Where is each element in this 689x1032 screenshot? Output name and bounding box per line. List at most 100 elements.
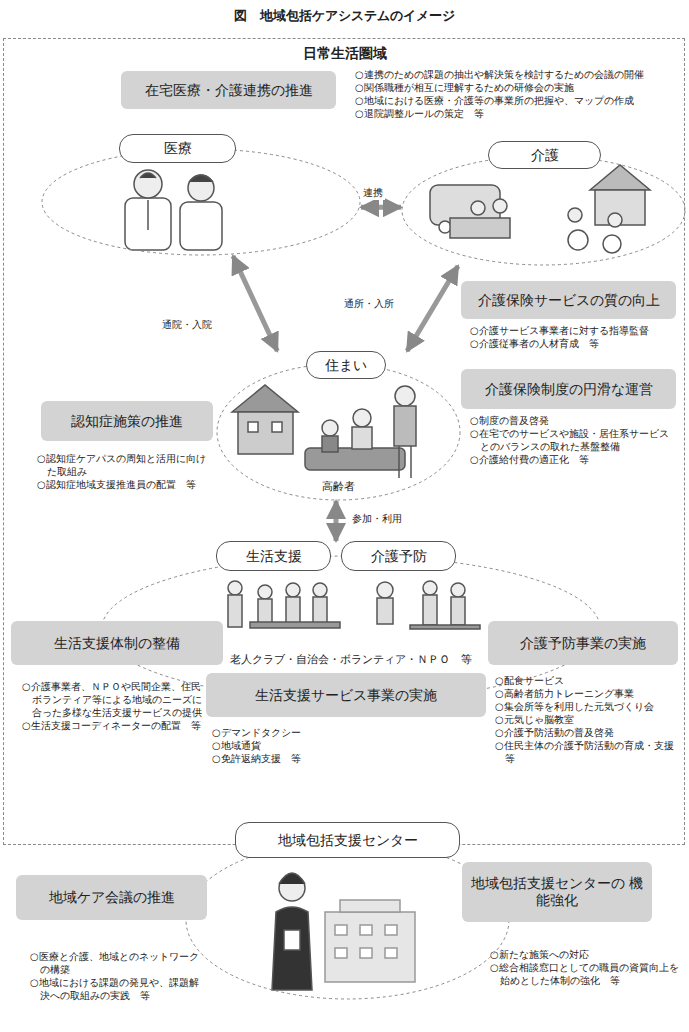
measure-box: 地域ケア会議の推進 xyxy=(16,875,207,920)
staff-and-building xyxy=(279,873,305,884)
ellipse-outline xyxy=(402,156,685,265)
caption-text: 高齢者 xyxy=(216,479,461,495)
doctors xyxy=(134,170,162,198)
community-people xyxy=(423,595,437,625)
bullet-item: ○介護従事者の人材育成 等 xyxy=(470,337,680,350)
home-scene xyxy=(394,406,416,446)
ellipse-outline xyxy=(217,364,460,500)
community-people xyxy=(451,597,465,625)
measure-box: 地域包括支援センターの 機能強化 xyxy=(462,862,652,922)
staff-and-building xyxy=(272,907,312,990)
community-people xyxy=(423,581,437,595)
bullet-item: ○連携のための課題の抽出や解決策を検討するための会議の開催 xyxy=(355,68,683,81)
staff-and-building xyxy=(335,925,347,935)
measure-box: 介護保険制度の円滑な運営 xyxy=(461,369,676,409)
bullet-item: ○在宅でのサービスや施設・居住系サービスとのバランスの取れた基盤整備 xyxy=(470,427,675,453)
ellipse-outline xyxy=(42,149,360,255)
connector-arrow xyxy=(361,205,401,210)
bullet-item: ○集会所等を利用した元気づくり会 xyxy=(495,700,680,713)
bullet-list: ○認知症ケアパスの周知と活用に向けた取組み○認知症地域支援推進員の配置 等 xyxy=(37,452,212,491)
bullet-list: ○介護事業者、ＮＰＯや民間企業、住民ボランティア等による地域のニーズに合った多様… xyxy=(22,680,202,732)
bullet-item: ○住民主体の介護予防活動の育成・支援 等 xyxy=(495,739,680,765)
doctors xyxy=(125,198,171,250)
care-scene xyxy=(450,218,510,238)
staff-and-building xyxy=(385,925,397,935)
ellipse-outline xyxy=(41,148,361,256)
community-people xyxy=(228,581,242,595)
bullet-item: ○医療と介護、地域とのネットワークの構築 xyxy=(30,950,200,976)
measure-box: 介護予防事業の実施 xyxy=(488,621,678,665)
doctors xyxy=(140,173,156,178)
doctors xyxy=(189,175,213,182)
community-people xyxy=(258,585,272,599)
box-label: 地域包括支援センターの 機能強化 xyxy=(462,862,652,922)
care-scene xyxy=(471,201,485,215)
care-scene xyxy=(590,165,650,190)
box-label: 介護保険サービスの質の向上 xyxy=(461,281,676,319)
community-people xyxy=(286,583,300,597)
doctors xyxy=(188,175,214,201)
box-label: 生活支援体制の整備 xyxy=(11,621,223,665)
box-label: 生活支援サービス事業の実施 xyxy=(206,673,486,717)
bullet-item: ○新たな施策への対応 xyxy=(490,948,680,961)
staff-and-building xyxy=(272,873,415,990)
staff-and-building xyxy=(360,948,372,958)
pill-label: 住まい xyxy=(306,351,386,379)
bullet-list: ○配食サービス○高齢者筋力トレーニング事業○集会所等を利用した元気づくり会○元気… xyxy=(495,674,680,765)
bullet-list: ○連携のための課題の抽出や解決策を検討するための会議の開催○関係職種が相互に理解… xyxy=(355,68,683,120)
home-scene xyxy=(322,436,338,452)
home-scene xyxy=(272,422,282,432)
bullet-item: ○介護サービス事業者に対する指導監督 xyxy=(470,324,680,337)
bullet-item: ○地域における医療・介護等の事業所の把握や、マップの作成 xyxy=(355,94,683,107)
pill-label: 地域包括支援センター xyxy=(235,822,460,858)
community-people xyxy=(228,595,242,627)
box-label: 地域ケア会議の推進 xyxy=(16,875,207,920)
home-scene xyxy=(353,409,371,427)
community-people xyxy=(313,583,327,597)
box-label: 認知症施策の推進 xyxy=(41,401,213,441)
edge-label: 通所・入所 xyxy=(342,297,396,311)
edge-label: 連携 xyxy=(361,186,385,200)
staff-and-building xyxy=(385,948,397,958)
home-scene xyxy=(410,446,412,478)
measure-box: 在宅医療・介護連携の推進 xyxy=(121,71,336,109)
staff-and-building xyxy=(279,875,305,901)
care-scene xyxy=(568,208,582,222)
home-scene xyxy=(232,385,298,412)
bullet-item: ○認知症ケアパスの周知と活用に向けた取組み xyxy=(37,452,212,478)
connector-arrow xyxy=(233,256,277,351)
group-ellipse: 介護 xyxy=(401,141,686,266)
bullet-item: ○高齢者筋力トレーニング事業 xyxy=(495,687,680,700)
pill-label: 医療 xyxy=(119,134,236,163)
staff-and-building xyxy=(340,900,400,912)
bullet-item: ○介護給付費の適正化 等 xyxy=(470,453,675,466)
community-people xyxy=(377,598,393,624)
staff-and-building xyxy=(335,948,347,958)
community-people xyxy=(410,625,480,629)
home-scene xyxy=(398,446,400,478)
home-scene xyxy=(352,427,372,449)
community-people xyxy=(228,581,480,629)
bullet-item: ○介護予防活動の普及啓発 xyxy=(495,726,680,739)
home-scene xyxy=(322,420,338,436)
doctors xyxy=(180,202,222,250)
ellipse-outline xyxy=(186,841,509,999)
care-scene xyxy=(493,199,507,213)
home-scene xyxy=(395,386,415,406)
community-people xyxy=(286,597,300,624)
doctors xyxy=(147,200,149,230)
pill-label: 生活支援 xyxy=(216,541,331,571)
bullet-item: ○介護事業者、ＮＰＯや民間企業、住民ボランティア等による地域のニーズに合った多様… xyxy=(22,680,202,719)
bullet-list: ○介護サービス事業者に対する指導監督○介護従事者の人材育成 等 xyxy=(470,324,680,350)
bullet-item: ○地域における課題の発見や、課題解決への取組みの実践 等 xyxy=(30,976,200,1002)
pill-label: 介護 xyxy=(488,141,601,169)
care-scene xyxy=(482,221,494,233)
community-people xyxy=(250,622,340,628)
group-ellipse: 医療 xyxy=(41,134,361,256)
community-people xyxy=(377,582,393,598)
care-scene xyxy=(608,213,622,227)
doctors xyxy=(125,170,222,250)
measure-box: 生活支援体制の整備 xyxy=(11,621,223,665)
bullet-item: ○地域通貨 xyxy=(212,739,362,752)
ellipse-outline xyxy=(216,363,461,501)
